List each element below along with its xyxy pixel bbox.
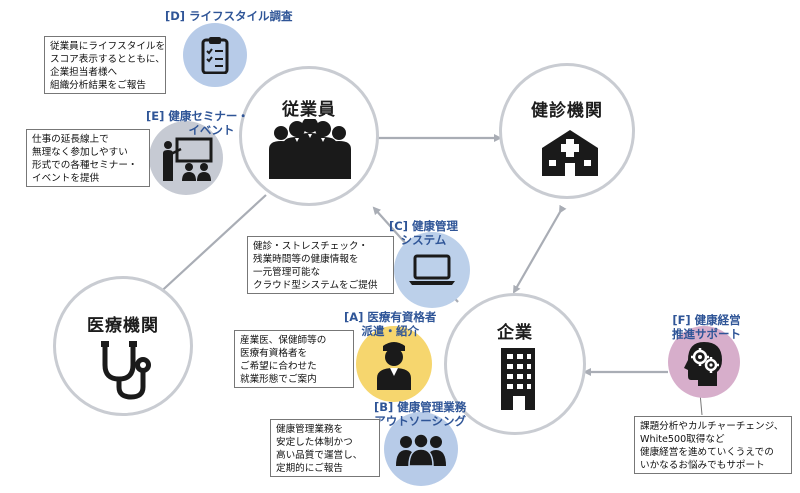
service-e-desc: 仕事の延長線上で 無理なく参加しやすい 形式での各種セミナー・ イベントを提供 [26, 129, 150, 187]
service-c-title: [C] 健康管理 システム [389, 219, 458, 247]
seminar-presentation-icon [163, 137, 213, 181]
service-c-title-line2: システム [400, 233, 447, 247]
service-a-title-line1: [A] 医療有資格者 [344, 310, 437, 324]
service-b-title-line2: アウトソーシング [374, 414, 467, 428]
service-c-desc: 健診・ストレスチェック・ 残業時間等の健康情報を 一元管理可能な クラウド型シス… [247, 236, 394, 294]
node-medical-label: 医療機関 [87, 316, 159, 336]
hospital-building-icon [542, 130, 598, 176]
node-checkup-label: 健診機関 [531, 101, 603, 121]
employees-icon [269, 119, 351, 179]
service-a-title-line2: 派遣・紹介 [361, 324, 419, 338]
service-a-circle [356, 326, 432, 402]
service-b-desc: 健康管理業務を 安定した体制かつ 高い品質で運営し、 定期的にご報告 [270, 419, 380, 477]
node-medical: 医療機関 [53, 276, 193, 416]
service-c-circle [394, 232, 470, 308]
service-f-title-line2: 推進サポート [672, 327, 741, 341]
office-building-icon [501, 348, 535, 410]
head-gears-icon [684, 342, 722, 386]
service-d-circle [183, 23, 247, 87]
service-d-title: [D] ライフスタイル調査 [165, 9, 293, 23]
service-b-title: [B] 健康管理業務 アウトソーシング [374, 400, 466, 428]
node-employee-label: 従業員 [282, 100, 336, 120]
arrow-checkup-company [513, 204, 567, 294]
service-e-title-line2: イベント [188, 123, 235, 137]
service-e-circle [149, 121, 223, 195]
service-f-desc: 課題分析やカルチャーチェンジ、 White500取得など 健康経営を進めていくう… [634, 416, 792, 474]
node-company: 企業 [444, 293, 586, 435]
node-employee: 従業員 [239, 66, 379, 206]
service-f-title-line1: [F] 健康経営 [672, 313, 741, 327]
service-b-title-line1: [B] 健康管理業務 [374, 400, 467, 414]
service-b-circle [384, 412, 458, 486]
service-a-title: [A] 医療有資格者 派遣・紹介 [344, 310, 436, 338]
service-d-desc: 従業員にライフスタイルを スコア表示するとともに、 企業担当者様へ 組織分析結果… [44, 36, 166, 94]
group-people-icon [396, 433, 446, 466]
service-f-circle [668, 326, 740, 398]
clipboard-checklist-icon [201, 37, 229, 74]
stethoscope-icon [101, 341, 151, 400]
service-e-title: [E] 健康セミナー・ イベント [146, 109, 249, 137]
node-company-label: 企業 [497, 323, 533, 343]
nurse-icon [377, 342, 411, 390]
service-a-desc: 産業医、保健師等の 医療有資格者を ご希望に合わせた 就業形態でご案内 [234, 330, 354, 388]
node-checkup: 健診機関 [499, 63, 635, 199]
laptop-icon [409, 254, 455, 285]
service-c-title-line1: [C] 健康管理 [389, 219, 458, 233]
arrow-employee-medical [152, 194, 267, 300]
service-f-title: [F] 健康経営 推進サポート [672, 313, 741, 341]
service-e-title-line1: [E] 健康セミナー・ [146, 109, 249, 123]
